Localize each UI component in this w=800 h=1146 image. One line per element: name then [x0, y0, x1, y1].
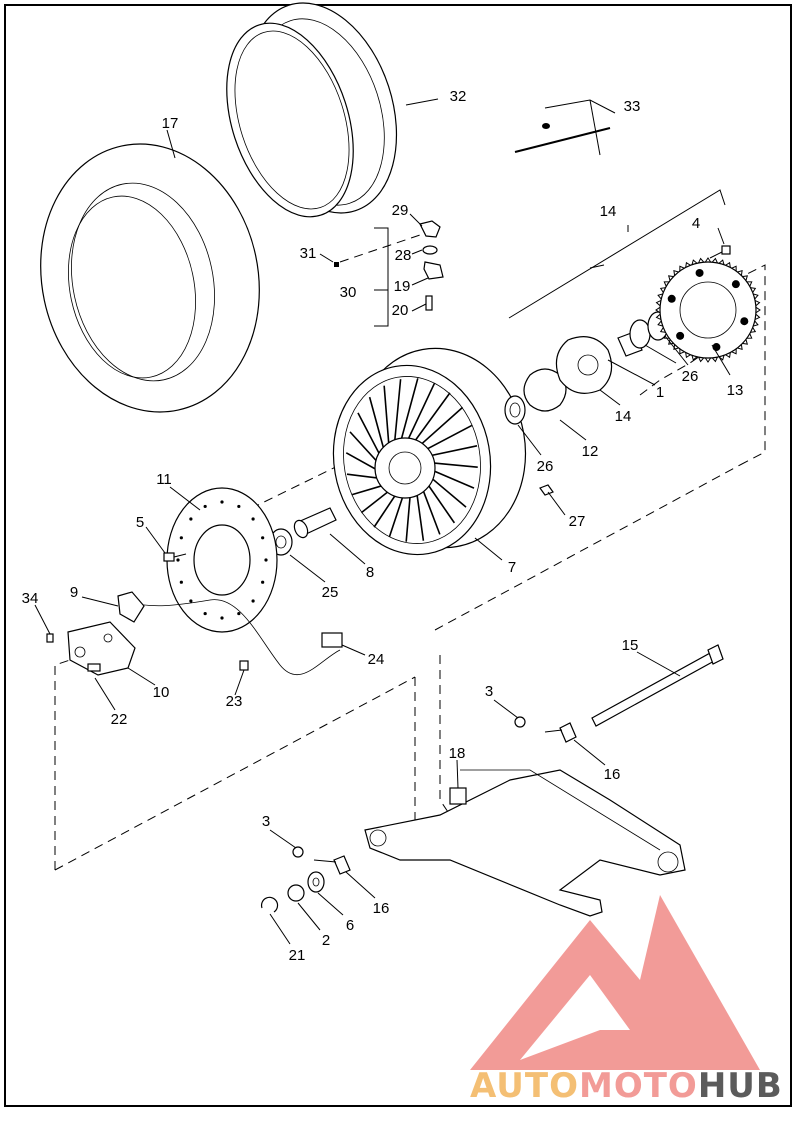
label-6: 6 — [346, 917, 354, 934]
label-10: 10 — [153, 684, 170, 701]
axle-15 — [591, 644, 724, 727]
label-22: 22 — [111, 711, 128, 728]
label-32: 32 — [450, 88, 467, 105]
label-15: 15 — [622, 637, 639, 654]
label-16: 16 — [373, 900, 390, 917]
label-33: 33 — [624, 98, 641, 115]
label-23: 23 — [226, 693, 243, 710]
caliper-bracket — [46, 621, 136, 676]
watermark: AUTOMOTOHUB — [470, 895, 783, 1106]
label-31: 31 — [300, 245, 317, 262]
label-26: 26 — [537, 458, 554, 475]
label-1: 1 — [656, 384, 664, 401]
label-25: 25 — [322, 584, 339, 601]
label-3-top: 3 — [485, 683, 493, 700]
watermark-moto: MOTO — [579, 1066, 698, 1106]
label-16-top: 16 — [604, 766, 621, 783]
label-19: 19 — [394, 278, 411, 295]
speed-sensor-cable — [117, 591, 343, 676]
watermark-auto: AUTO — [470, 1066, 579, 1106]
wheel-7 — [332, 347, 527, 556]
diagram-frame — [4, 4, 792, 1107]
label-5: 5 — [136, 514, 144, 531]
label-12: 12 — [582, 443, 599, 460]
label-28: 28 — [395, 247, 412, 264]
label-21: 21 — [289, 947, 306, 964]
label-30: 30 — [340, 284, 357, 301]
valve-parts — [334, 220, 444, 311]
swing-arm — [364, 769, 686, 917]
spoke-33 — [514, 123, 611, 153]
small-parts-right — [539, 245, 731, 496]
label-8: 8 — [366, 564, 374, 581]
label-3: 3 — [262, 813, 270, 830]
label-18: 18 — [449, 745, 466, 762]
label-14-top: 14 — [600, 203, 617, 220]
label-17: 17 — [162, 115, 179, 132]
label-7: 7 — [508, 559, 516, 576]
label-27: 27 — [569, 513, 586, 530]
label-14: 14 — [615, 408, 632, 425]
label-29: 29 — [392, 202, 409, 219]
label-26-right: 26 — [682, 368, 699, 385]
tire-17 — [40, 143, 260, 413]
label-20: 20 — [392, 302, 409, 319]
watermark-hub: HUB — [698, 1066, 783, 1106]
bolt-5 — [163, 552, 187, 562]
brake-disc-11 — [166, 487, 278, 633]
svg-text:AUTOMOTOHUB: AUTOMOTOHUB — [470, 1066, 783, 1106]
label-4: 4 — [692, 215, 700, 232]
label-24: 24 — [368, 651, 385, 668]
drive-parts — [504, 257, 761, 425]
pivot-parts — [260, 716, 577, 913]
spacer-and-bearing — [269, 507, 337, 556]
label-9: 9 — [70, 584, 78, 601]
label-13: 13 — [727, 382, 744, 399]
label-34: 34 — [22, 590, 39, 607]
label-2: 2 — [322, 932, 330, 949]
rim-32 — [226, 2, 398, 218]
watermark-triangle-logo — [470, 895, 760, 1070]
part-number-labels: 17 32 33 14 4 29 28 31 19 30 20 26 13 1 … — [22, 88, 744, 964]
leader-lines — [34, 98, 731, 945]
label-11: 11 — [156, 471, 172, 488]
